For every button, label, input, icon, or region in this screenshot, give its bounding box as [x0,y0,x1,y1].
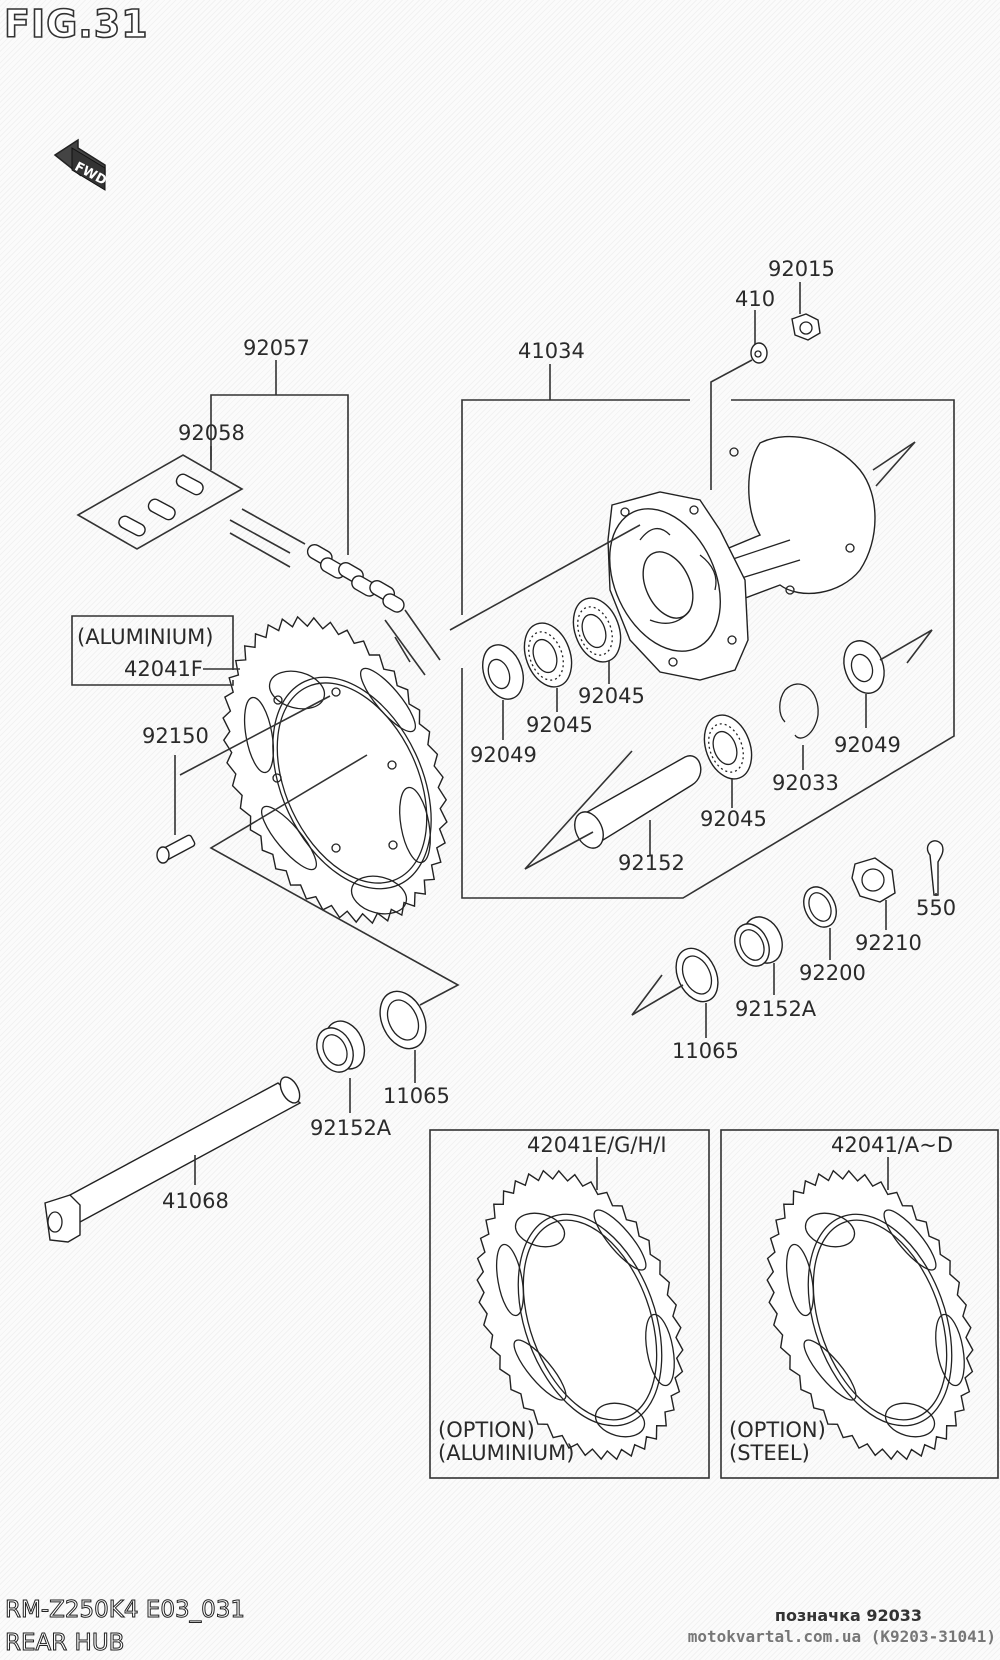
section-title: REAR HUB [4,1630,125,1657]
label-92057[interactable]: 92057 [243,336,310,360]
label-92045-a: 92045 [526,713,593,737]
option-steel-part[interactable]: 42041/A~D [831,1133,953,1157]
part-42041F-sprocket[interactable] [179,615,463,925]
part-92049-left-seal[interactable]: 92049 [470,639,537,767]
label-11065-right: 11065 [672,1039,739,1063]
part-chain[interactable] [229,508,441,676]
part-92015-nut[interactable]: 92015 [768,257,835,341]
label-41034[interactable]: 41034 [518,339,585,363]
label-92150: 92150 [142,724,209,748]
part-92150-bolt[interactable]: 92150 [142,724,209,864]
label-92058: 92058 [178,421,245,445]
option-aluminium-line1: (OPTION) [438,1418,535,1442]
figure-title: FIG.31 [3,1,149,47]
part-92045-bearing-c[interactable]: 92045 [696,708,767,831]
label-550: 550 [916,896,956,920]
part-92210-castle-nut[interactable]: 92210 [851,857,922,955]
bracket-92057: 92057 [210,336,349,555]
axis-arrow-right [631,974,684,1016]
part-92152A-right-collar[interactable]: 92152A [728,911,817,1021]
aluminium-tag-box: (ALUMINIUM) 42041F [71,615,240,686]
part-550-cotter-pin[interactable]: 550 [916,840,956,920]
label-92152: 92152 [618,851,685,875]
axis-arrow-upper [872,441,916,487]
option-box-steel: 42041/A~D (OPTION) (STEEL) [720,1129,999,1479]
option-aluminium-line2: (ALUMINIUM) [438,1441,574,1465]
axis-arrow-mid [879,629,933,664]
part-92045-bearing-a[interactable]: 92045 [516,616,593,737]
part-92200-washer[interactable]: 92200 [798,882,866,985]
part-note: позначка 92033 [774,1606,922,1625]
label-11065-left: 11065 [383,1084,450,1108]
label-92152A-left: 92152A [310,1116,392,1140]
label-42041F: 42041F [124,657,203,681]
label-41068: 41068 [162,1189,229,1213]
axis-arrow-left [209,819,460,1006]
leader-410 [710,359,753,490]
part-92045-bearing-b[interactable]: 92045 [565,591,645,708]
part-410-washer[interactable]: 410 [735,287,775,364]
part-92152A-left-collar[interactable]: 92152A [310,1015,392,1140]
axis-arrow-lower [524,750,633,870]
label-92015: 92015 [768,257,835,281]
label-92049-left: 92049 [470,743,537,767]
label-92045-b: 92045 [578,684,645,708]
site-reference: motokvartal.com.ua (K9203-31041) [687,1627,996,1646]
option-aluminium-part[interactable]: 42041E/G/H/I [527,1133,667,1157]
label-92152A-right: 92152A [735,997,817,1021]
part-92058-joint[interactable]: 92058 [76,421,245,550]
part-41068-axle[interactable]: 41068 [44,1074,304,1243]
part-11065-left-seal[interactable]: 11065 [371,984,450,1108]
part-11065-right-seal[interactable]: 11065 [668,942,739,1063]
part-41034-hub[interactable] [449,435,876,681]
bracket-41034: 41034 [461,339,955,899]
label-92200: 92200 [799,961,866,985]
part-92033-circlip[interactable]: 92033 [772,683,839,795]
label-92033: 92033 [772,771,839,795]
fwd-arrow-icon: FWD [53,138,109,191]
label-92045-c: 92045 [700,807,767,831]
label-92049-right: 92049 [834,733,901,757]
model-code: RM-Z250K4 E03_031 [4,1597,246,1624]
aluminium-tag: (ALUMINIUM) [77,625,213,649]
label-410: 410 [735,287,775,311]
option-box-aluminium: 42041E/G/H/I (OPTION) (ALUMINIUM) [429,1129,710,1479]
part-92152-spacer[interactable]: 92152 [569,755,702,875]
option-steel-line2: (STEEL) [729,1441,810,1465]
option-steel-line1: (OPTION) [729,1418,826,1442]
part-92049-right-seal[interactable]: 92049 [834,635,901,757]
label-92210: 92210 [855,931,922,955]
